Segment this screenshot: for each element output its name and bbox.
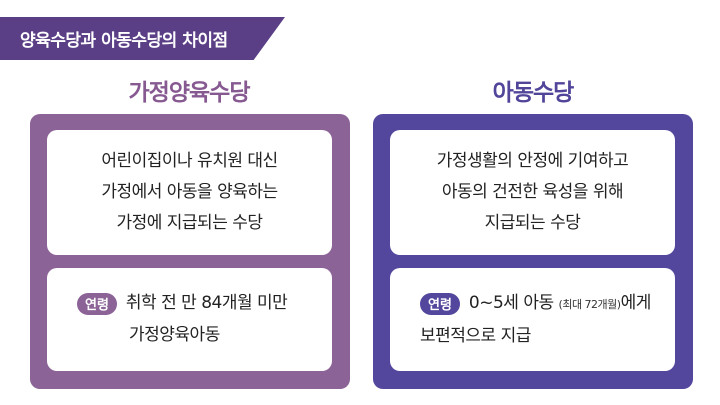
child-allowance-panel: 가정생활의 안정에 기여하고 아동의 건전한 육성을 위해 지급되는 수당 연령… xyxy=(373,114,693,389)
age-card: 연령 0~5세 아동 (최대 72개월)에게 보편적으로 지급 xyxy=(390,268,675,371)
age-line-2: 가정양육아동 xyxy=(129,325,220,345)
right-column-title: 아동수당 xyxy=(492,80,575,106)
age-line-1-main: 0~5세 아동 xyxy=(468,292,559,313)
description-card: 어린이집이나 유치원 대신 가정에서 아동을 양육하는 가정에 지급되는 수당 xyxy=(47,130,332,255)
description-card: 가정생활의 안정에 기여하고 아동의 건전한 육성을 위해 지급되는 수당 xyxy=(390,130,675,255)
description-line: 가정생활의 안정에 기여하고 xyxy=(436,151,629,171)
age-badge: 연령 xyxy=(77,292,117,315)
header-banner: 양육수당과 아동수당의 차이점 xyxy=(0,17,285,60)
description-line: 가정에 지급되는 수당 xyxy=(116,213,263,233)
age-line-2: 보편적으로 지급 xyxy=(420,325,531,346)
child-home-care-allowance-panel: 어린이집이나 유치원 대신 가정에서 아동을 양육하는 가정에 지급되는 수당 … xyxy=(30,114,350,389)
banner-title: 양육수당과 아동수당의 차이점 xyxy=(20,31,228,51)
description-line: 지급되는 수당 xyxy=(484,213,581,233)
age-line-1-tail: 에게 xyxy=(620,292,652,313)
description-line: 아동의 건전한 육성을 위해 xyxy=(441,182,624,202)
age-card: 연령 취학 전 만 84개월 미만 가정양육아동 xyxy=(47,268,332,371)
age-badge: 연령 xyxy=(420,292,460,315)
description-line: 가정에서 아동을 양육하는 xyxy=(101,182,278,202)
age-line-1: 0~5세 아동 (최대 72개월)에게 xyxy=(469,291,651,317)
age-line-1-note: (최대 72개월) xyxy=(558,297,622,311)
description-line: 어린이집이나 유치원 대신 xyxy=(101,151,278,171)
left-column-title: 가정양육수당 xyxy=(128,80,251,106)
age-line-1: 취학 전 만 84개월 미만 xyxy=(125,293,288,313)
